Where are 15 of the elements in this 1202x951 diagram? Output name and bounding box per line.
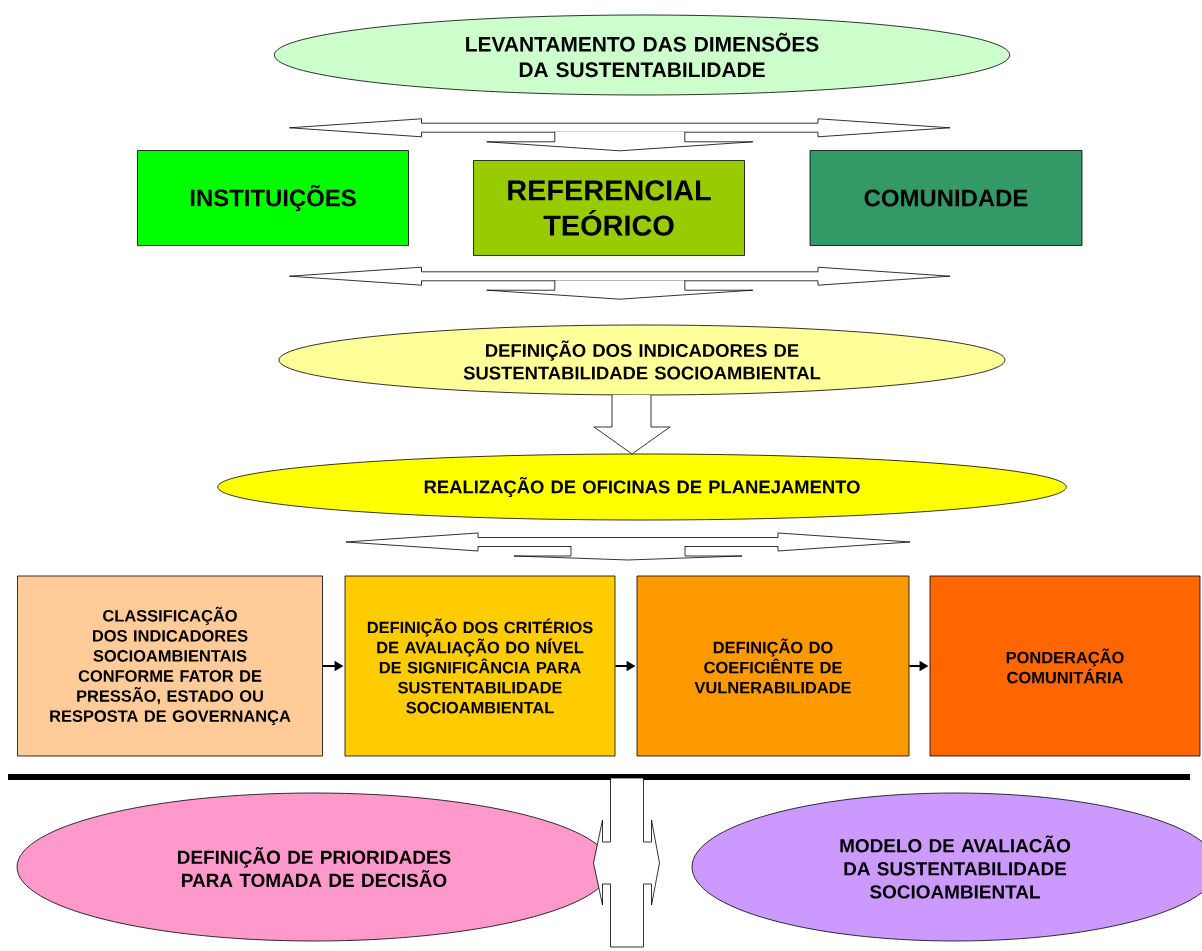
block-arrow [289,118,951,138]
block-arrow [593,777,660,948]
block-arrow [486,131,754,152]
process-box: CLASSIFICAÇÃO DOS INDICADORES SOCIOAMBIENTAIS CONFORME FATOR DE PRESSÃO, ESTADO OU RESPOSTA DE GOVERNANÇA [17,575,323,757]
block-arrow [513,545,743,561]
process-box: INSTITUIÇÕES [137,150,409,246]
block-arrow [345,532,911,552]
block-arrow [593,394,671,455]
process-box: PONDERAÇÃO COMUNITÁRIA [929,575,1201,757]
block-arrow [289,266,951,286]
process-box: COMUNIDADE [809,150,1083,246]
process-box: DEFINIÇÃO DOS CRITÉRIOS DE AVALIAÇÃO DO NÍVEL DE SIGNIFICÂNCIA PARA SUSTENTABILIDADE SOCIOAMBIENTAL [344,575,616,757]
block-arrow [486,280,754,300]
process-box: REFERENCIAL TEÓRICO [473,160,745,256]
process-box: DEFINIÇÃO DO COEFICIÊNTE DE VULNERABILIDADE [636,575,910,757]
